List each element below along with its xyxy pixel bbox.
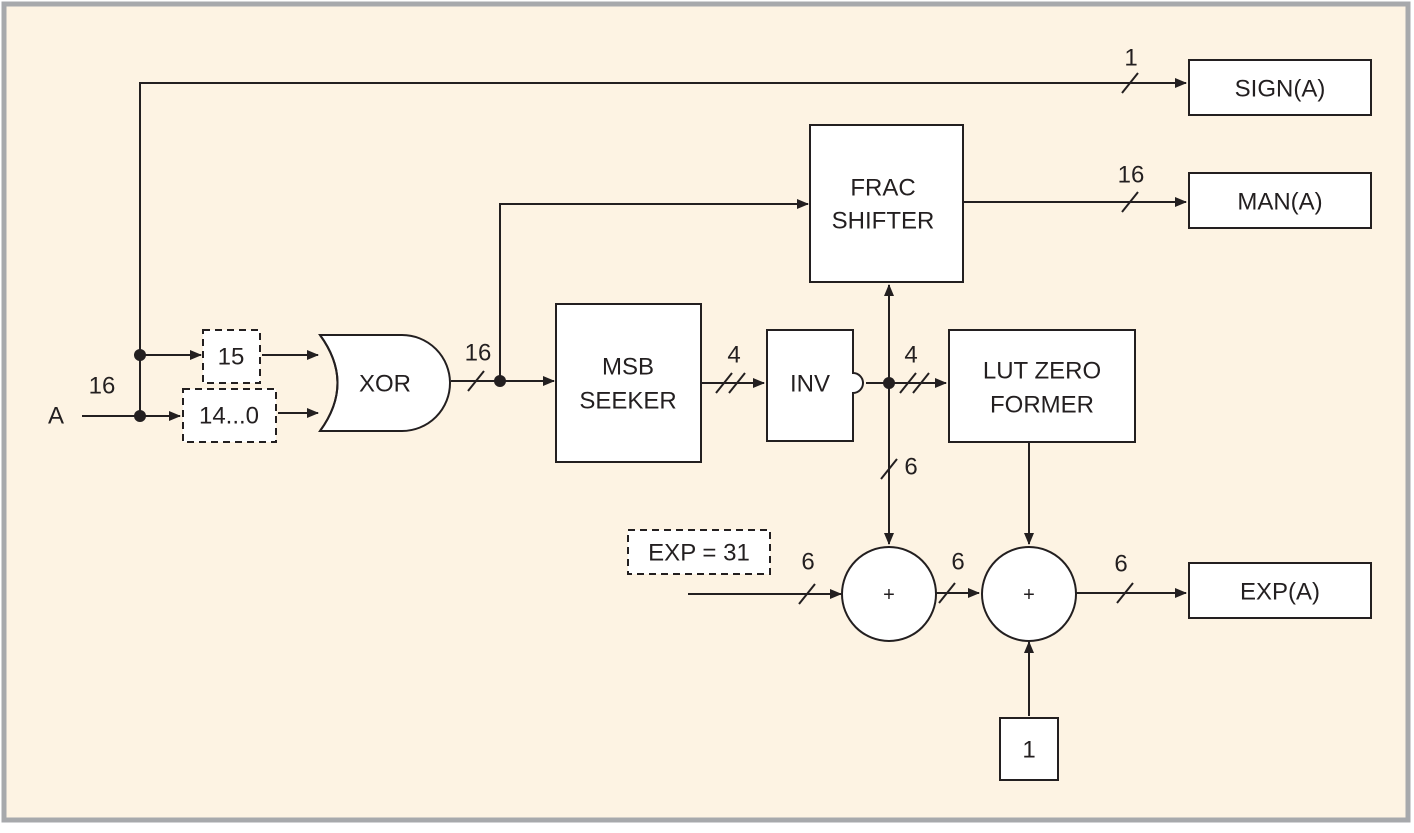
man-output-box — [1188, 172, 1372, 229]
wire-to-frac-shifter — [499, 199, 809, 381]
adder-1-label: + — [883, 584, 895, 606]
wire-sign-path — [139, 78, 1187, 416]
wire-exp-out-tick — [1116, 582, 1134, 604]
sign-output-box — [1188, 59, 1372, 116]
xor-label: XOR — [359, 371, 411, 398]
bit-selector-15-label: 15 — [218, 344, 245, 371]
wire-exp-const-tick — [798, 583, 816, 605]
const-one-block — [999, 717, 1059, 781]
junction-dot — [494, 375, 506, 387]
adder-2 — [981, 546, 1077, 642]
junction-dot — [883, 377, 895, 389]
junction-dot — [134, 349, 146, 361]
wire-msb-tick-2 — [728, 372, 746, 394]
bit-selector-14-0 — [182, 388, 277, 443]
bit-selector-15 — [202, 329, 261, 384]
man-output-label: MAN(A) — [1237, 189, 1322, 216]
inv-block — [766, 329, 864, 442]
bus-width-adder1-out: 6 — [951, 549, 964, 576]
const-one-label: 1 — [1022, 737, 1035, 764]
wire-inv-tick-1 — [899, 372, 917, 394]
msb-seeker-label-2: SEEKER — [579, 388, 676, 415]
bus-width-exp-out: 6 — [1114, 551, 1127, 578]
msb-seeker-block — [555, 303, 702, 463]
input-width-label: 16 — [89, 373, 116, 400]
xor-gate-input-arc — [319, 334, 339, 432]
frac-shifter-label-1: FRAC — [850, 175, 915, 202]
msb-seeker-label-1: MSB — [602, 354, 654, 381]
input-label: A — [48, 403, 64, 430]
wire-xor-out-tick — [467, 370, 485, 392]
bus-width-exp-const: 6 — [801, 549, 814, 576]
adder-1 — [841, 546, 937, 642]
lut-zero-former-label-1: LUT ZERO — [983, 358, 1101, 385]
lut-zero-former-block — [948, 329, 1136, 443]
wire-man-tick — [1121, 191, 1139, 213]
exp-output-label: EXP(A) — [1240, 579, 1320, 606]
adder-2-label: + — [1023, 584, 1035, 606]
bus-width-msb-out: 4 — [727, 342, 740, 369]
wire-adder-tick — [880, 458, 898, 480]
bus-width-to-adder: 6 — [904, 454, 917, 481]
frac-shifter-block — [809, 124, 964, 283]
wire-msb-tick-1 — [715, 372, 733, 394]
frac-shifter-label-2: SHIFTER — [832, 208, 935, 235]
bus-width-sign: 1 — [1124, 45, 1137, 72]
inv-label: INV — [790, 371, 830, 398]
lut-zero-former-label-2: FORMER — [990, 392, 1094, 419]
junction-dot — [134, 410, 146, 422]
exp-const-block — [627, 529, 771, 575]
exp-output-box — [1188, 562, 1372, 619]
wire-sign-tick — [1121, 72, 1139, 94]
bit-selector-14-0-label: 14...0 — [199, 403, 259, 430]
bus-width-inv-out: 4 — [904, 342, 917, 369]
wire-adder1-tick — [938, 582, 956, 604]
wire-inv-tick-2 — [912, 372, 930, 394]
sign-output-label: SIGN(A) — [1235, 76, 1326, 103]
bus-width-xor-out: 16 — [465, 340, 492, 367]
exp-const-label: EXP = 31 — [648, 540, 750, 567]
bus-width-man: 16 — [1118, 162, 1145, 189]
